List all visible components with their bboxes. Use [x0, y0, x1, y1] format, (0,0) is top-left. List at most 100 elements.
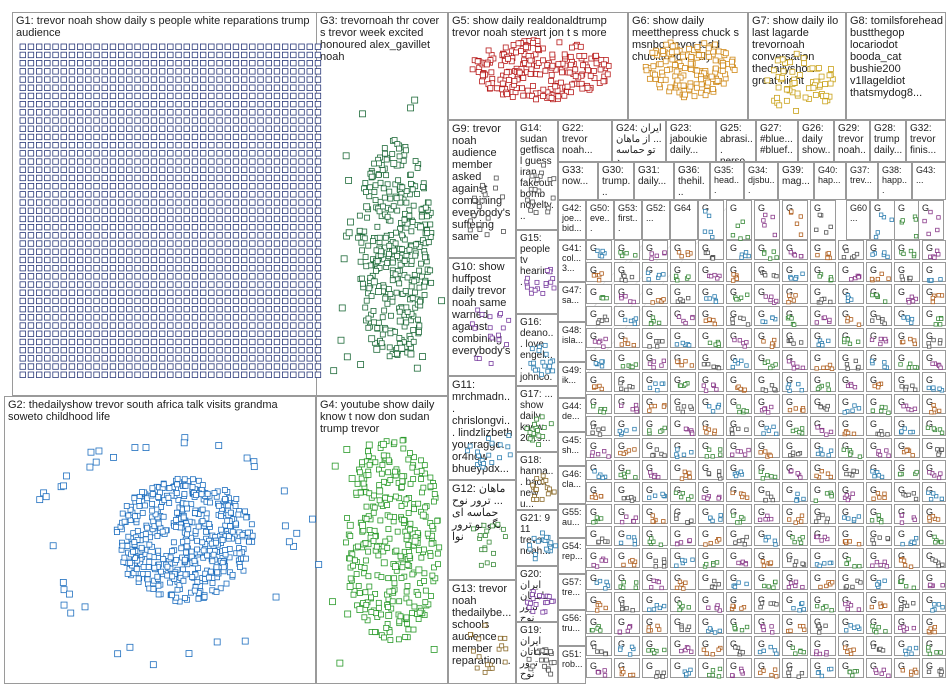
graph-node — [60, 150, 67, 157]
graph-node — [306, 101, 313, 108]
graph-node — [134, 305, 141, 313]
graph-node — [68, 223, 76, 231]
graph-node — [743, 253, 748, 259]
graph-node — [761, 339, 766, 344]
graph-node — [939, 316, 944, 321]
graph-node — [878, 341, 883, 347]
group-label-g1: G1: trevor noah show daily s people whit… — [16, 15, 310, 39]
graph-node — [191, 68, 199, 75]
graph-node — [201, 593, 208, 600]
graph-node — [118, 92, 125, 100]
graph-node — [618, 380, 623, 386]
graph-node — [149, 661, 157, 669]
graph-node — [68, 141, 76, 149]
graph-node — [85, 141, 92, 149]
graph-node — [134, 101, 141, 108]
graph-node — [175, 133, 182, 141]
graph-node — [265, 297, 272, 305]
graph-node — [68, 256, 76, 264]
graph-node — [265, 51, 272, 59]
graph-node — [366, 461, 373, 468]
graph-node — [402, 288, 409, 294]
graph-node — [821, 365, 826, 370]
small-group-panel: G — [838, 284, 864, 304]
graph-node — [60, 240, 67, 247]
graph-node — [158, 207, 166, 214]
graph-node — [842, 337, 847, 342]
graph-node — [232, 125, 240, 132]
small-group-label: G — [898, 265, 906, 275]
graph-node — [191, 248, 199, 255]
small-group-panel: G — [726, 372, 752, 392]
graph-node — [503, 646, 509, 652]
graph-node — [191, 207, 199, 214]
graph-node — [378, 340, 385, 347]
graph-node — [68, 60, 76, 67]
graph-node — [240, 207, 248, 214]
graph-node — [249, 76, 256, 83]
graph-node — [535, 428, 541, 433]
graph-node — [772, 474, 778, 480]
graph-node — [273, 51, 281, 59]
graph-node — [298, 199, 305, 206]
graph-node — [481, 522, 487, 528]
graph-node — [126, 166, 133, 173]
graph-node — [93, 215, 100, 223]
graph-node — [183, 84, 190, 91]
graph-node — [760, 476, 766, 481]
graph-node — [191, 150, 199, 157]
graph-node — [52, 101, 59, 108]
graph-node — [109, 355, 117, 362]
graph-node — [158, 371, 166, 378]
graph-node — [273, 43, 281, 50]
graph-node — [208, 109, 215, 116]
graph-node — [77, 84, 84, 91]
group-label-g26: G26: daily show... — [802, 123, 831, 162]
graph-node — [366, 285, 373, 292]
graph-node — [548, 71, 555, 78]
graph-node — [183, 76, 190, 83]
graph-node — [249, 281, 256, 288]
graph-node — [822, 315, 827, 320]
graph-node — [265, 166, 272, 173]
group-panel-g13: G13: trevor noah thedailybe... schools a… — [448, 580, 516, 684]
graph-node — [547, 363, 553, 369]
graph-node — [257, 330, 264, 337]
graph-node — [469, 321, 475, 327]
graph-node — [60, 371, 67, 378]
graph-node — [85, 363, 92, 370]
graph-node — [68, 330, 76, 337]
small-group-label: G — [870, 353, 878, 363]
graph-node — [618, 250, 623, 255]
graph-node — [245, 529, 251, 536]
graph-node — [467, 443, 473, 449]
graph-node — [870, 292, 875, 298]
graph-node — [208, 371, 215, 378]
graph-node — [273, 92, 281, 100]
graph-node — [707, 340, 713, 345]
graph-node — [68, 297, 76, 305]
graph-node — [68, 273, 76, 280]
graph-node — [290, 215, 297, 223]
graph-node — [744, 408, 749, 414]
graph-node — [118, 281, 125, 288]
graph-node — [298, 297, 305, 305]
graph-node — [678, 296, 683, 302]
graph-node — [101, 150, 108, 157]
graph-node — [199, 363, 207, 370]
graph-node — [403, 588, 410, 595]
graph-node — [758, 469, 763, 474]
graph-node — [142, 182, 149, 190]
graph-node — [257, 51, 264, 59]
graph-node — [265, 101, 272, 108]
graph-node — [175, 232, 182, 239]
graph-node — [240, 371, 248, 378]
graph-node — [593, 60, 600, 67]
graph-node — [702, 425, 708, 431]
graph-node — [387, 195, 394, 202]
graph-node — [224, 248, 231, 255]
graph-node — [126, 109, 133, 116]
graph-node — [134, 256, 141, 264]
graph-node — [77, 248, 84, 255]
group-label-g12: G12: ماهان ... ترور نوح حماسه ای بگو تو … — [452, 483, 506, 543]
